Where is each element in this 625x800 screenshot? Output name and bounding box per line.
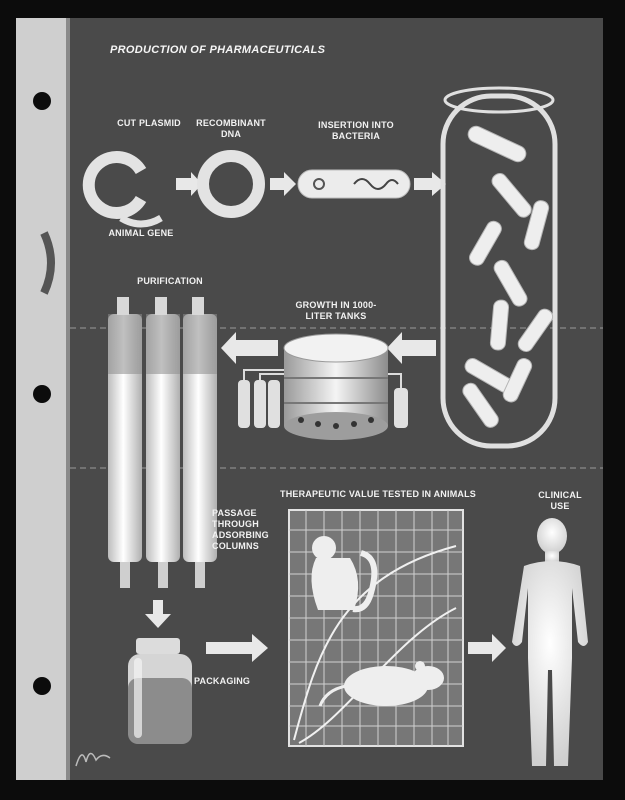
label-passage: PASSAGE THROUGH ADSORBING COLUMNS: [212, 508, 269, 551]
binder-hole-middle: [33, 385, 51, 403]
binder-hole-bottom: [33, 677, 51, 695]
label-purification: PURIFICATION: [137, 276, 203, 286]
human-figure-icon: [512, 518, 588, 766]
page-title: PRODUCTION OF PHARMACEUTICALS: [110, 44, 326, 56]
purification-columns: [108, 297, 217, 588]
arrow-4: [221, 332, 278, 364]
recombinant-dna-icon: [197, 150, 265, 218]
arrow-8: [468, 634, 506, 662]
signature-mark: [75, 752, 111, 767]
label-recombinant-dna: RECOMBINANT DNA: [196, 118, 266, 139]
label-cut-plasmid: CUT PLASMID: [117, 118, 181, 128]
animal-test-grid: [288, 509, 464, 747]
growth-tank-icon: [238, 333, 408, 440]
test-tube-icon: [440, 86, 558, 449]
bacteria-cluster: [462, 125, 554, 428]
animal-gene-fragment: [119, 214, 163, 228]
label-animal-gene: ANIMAL GENE: [108, 228, 174, 238]
arrow-2: [270, 172, 296, 196]
packaging-bottle-icon: [128, 638, 192, 744]
label-growth: GROWTH IN 1000- LITER TANKS: [295, 300, 377, 321]
label-packaging: PACKAGING: [194, 676, 251, 686]
monkey-icon: [311, 536, 378, 613]
label-therapeutic: THERAPEUTIC VALUE TESTED IN ANIMALS: [280, 489, 477, 499]
rat-icon: [318, 661, 444, 707]
binder-hole-top: [33, 92, 51, 110]
arrow-7: [206, 634, 268, 662]
document-page: PRODUCTION OF PHARMACEUTICALS CUT PLASMI…: [16, 18, 603, 780]
cut-plasmid-icon: [82, 151, 147, 219]
arrow-3: [414, 172, 446, 196]
diagram-artwork: [16, 18, 603, 780]
arrow-5: [387, 332, 436, 364]
arrow-1: [176, 172, 202, 196]
bacterium-icon: [297, 169, 411, 199]
label-clinical-use: CLINICAL USE: [538, 490, 582, 511]
arrow-6: [145, 600, 171, 628]
label-insertion: INSERTION INTO BACTERIA: [318, 120, 394, 141]
